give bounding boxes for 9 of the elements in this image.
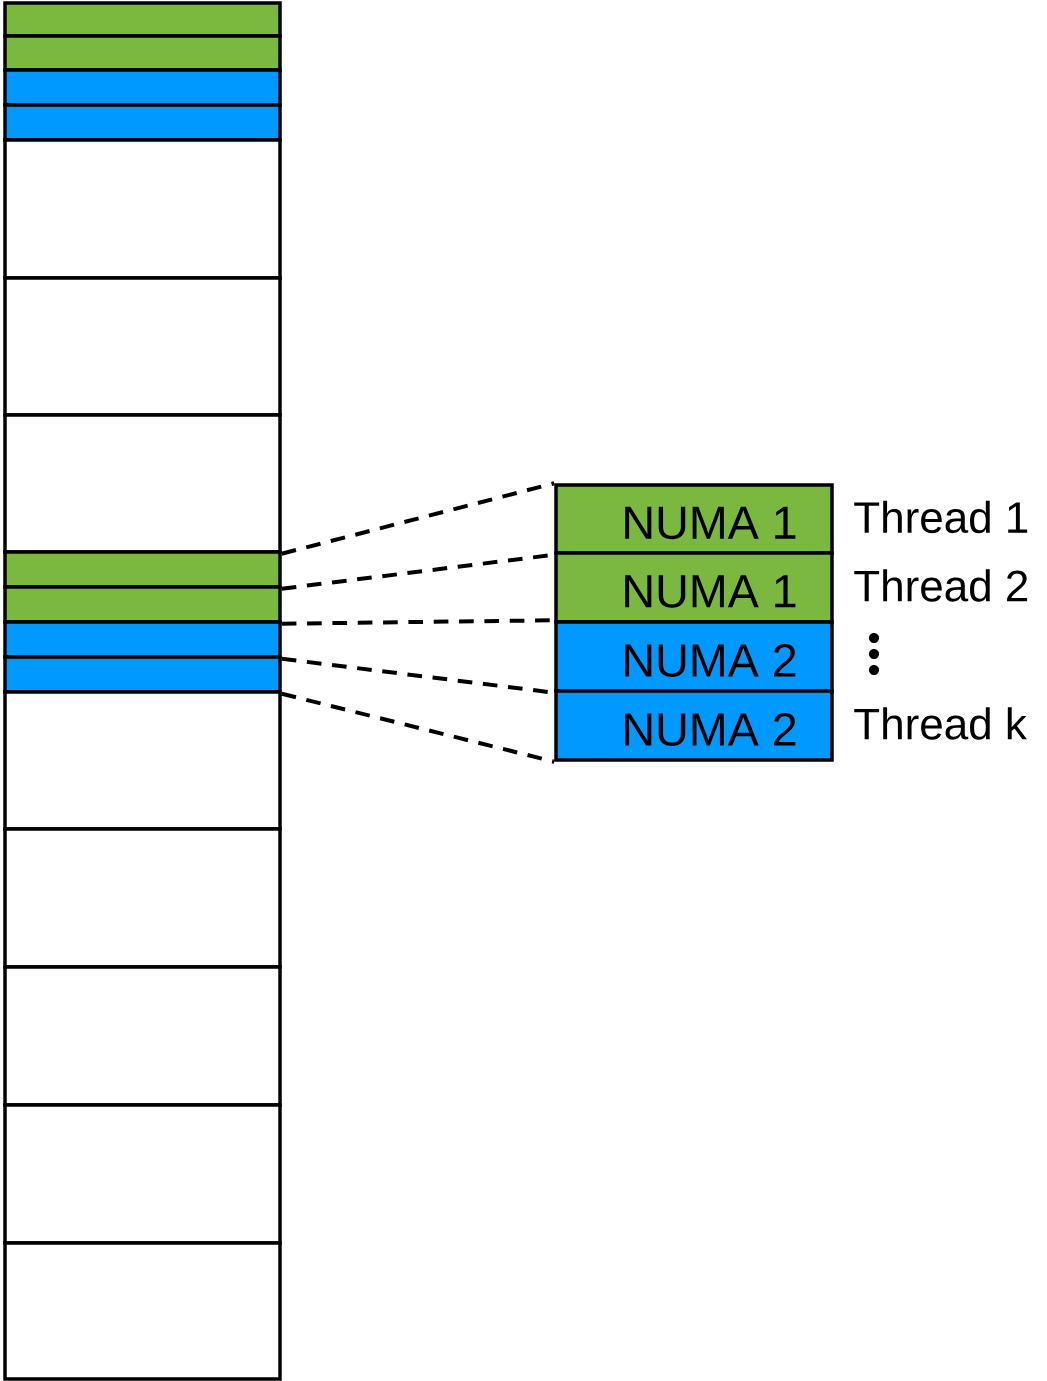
thread-label: Thread 1	[854, 500, 1028, 534]
thread-label: Thread 2	[854, 569, 1028, 602]
memory-block	[3, 1241, 282, 1381]
numa-box: NUMA 1	[554, 551, 834, 624]
zoom-line	[281, 691, 555, 764]
numa-box: NUMA 2	[554, 689, 834, 762]
numa-box: NUMA 2	[554, 620, 834, 693]
thread-label: Thread k	[854, 707, 1027, 740]
numa-box: NUMA 1	[554, 483, 834, 555]
